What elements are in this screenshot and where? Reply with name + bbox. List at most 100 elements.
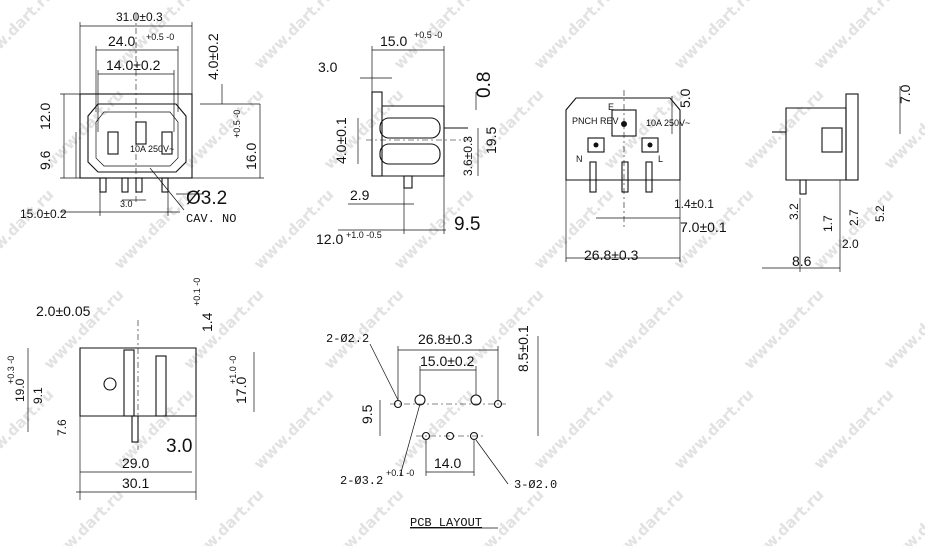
dim-sec-h17: 17.0: [233, 377, 249, 404]
dim-height-12: 12.0: [37, 103, 53, 130]
dim-right-2-0: 2.0: [842, 237, 859, 251]
watermark-text: www.dart.ru: [810, 385, 897, 472]
dim-top-offset: 4.0±0.2: [205, 33, 221, 80]
dim-pcb-span: 26.8±0.3: [418, 331, 473, 347]
slot-earth: [135, 121, 147, 145]
front-pin-4: [161, 177, 169, 193]
dim-sec-pin-tol: +0.1 -0: [192, 278, 202, 306]
dim-pcb-big-holes: 2-Ø3.2: [340, 474, 383, 488]
dim-side-depth: 9.5: [454, 214, 480, 235]
back-rating: 10A 250V~: [646, 118, 690, 128]
back-pin-e: [621, 161, 629, 193]
front-pin-2: [121, 177, 129, 193]
dim-sec-h19-tol: +0.3 -0: [6, 356, 16, 384]
dim-sec-w30-1: 30.1: [122, 475, 149, 491]
dim-right-2-7: 2.7: [847, 209, 861, 226]
dim-pcb-big-holes-tol: +0.1 -0: [386, 468, 414, 478]
front-pin-1: [99, 177, 107, 193]
dim-hole-dia: Ø3.2: [186, 188, 227, 209]
slot-right: [161, 131, 173, 155]
section-view: 2.0±0.05 1.4 +0.1 -0 19.0 +0.3 -0 9.1 17…: [6, 278, 255, 500]
section-hole: [103, 377, 117, 391]
watermark-text: www.dart.ru: [810, 0, 897, 73]
right-body: [785, 107, 847, 181]
dim-pin-span: 15.0±0.2: [20, 207, 67, 221]
watermark-text: www.dart.ru: [670, 0, 757, 73]
watermark-text: www.dart.ru: [600, 285, 687, 372]
watermark-text: www.dart.ru: [740, 485, 827, 546]
dim-sec-h9-1: 9.1: [31, 387, 45, 404]
watermark-text: www.dart.ru: [530, 0, 617, 73]
right-pin: [799, 179, 807, 195]
dim-sec-top: 2.0±0.05: [36, 303, 91, 319]
pcb-hole-small-right: [493, 399, 503, 409]
back-brand: PNCH REV: [572, 116, 619, 126]
watermark-text: www.dart.ru: [320, 285, 407, 372]
dim-sec-pin3: 3.0: [166, 436, 192, 457]
dim-height-16-tol: +0.5 -0: [232, 110, 242, 138]
watermark-text: www.dart.ru: [0, 185, 57, 272]
back-view: E N L PNCH REV 10A 250V~ 5.0 1.4±0.1 7.0…: [565, 88, 727, 263]
watermark-text: www.dart.ru: [250, 385, 337, 472]
watermark-text: www.dart.ru: [600, 485, 687, 546]
dim-inner-width-tol: +0.5 -0: [146, 32, 174, 42]
dim-overall-width: 31.0±0.3: [116, 10, 163, 24]
dim-back-pin-spacing: 7.0±0.1: [680, 219, 727, 235]
dim-pcb-height: 8.5±0.1: [515, 325, 531, 372]
dim-pcb-pin-holes: 3-Ø2.0: [514, 478, 557, 492]
dim-pcb-row-gap: 9.5: [359, 404, 375, 424]
side-pin-lower: [379, 143, 441, 165]
back-label-n: N: [576, 154, 583, 164]
dim-side-thickness: 0.8: [474, 72, 495, 98]
watermark-text: www.dart.ru: [670, 385, 757, 472]
dim-side-pin-pitch: 3.6±0.3: [461, 136, 475, 176]
label-cav-no: CAV. NO: [186, 212, 236, 226]
dim-side-top: 15.0: [380, 33, 407, 49]
watermark-text: www.dart.ru: [600, 85, 687, 172]
pcb-hole-big-left: [414, 394, 426, 406]
dim-right-1-7: 1.7: [821, 215, 835, 232]
dim-side-flange: 3.0: [318, 59, 338, 75]
dim-height-16: 16.0: [243, 143, 259, 170]
watermark-text: www.dart.ru: [740, 85, 827, 172]
watermark-text: www.dart.ru: [40, 485, 127, 546]
right-flange: [845, 93, 859, 181]
dim-pin-gap: 3.0: [120, 199, 133, 209]
dim-right-3-2: 3.2: [787, 203, 801, 220]
dim-slot-span: 14.0±0.2: [106, 57, 161, 73]
side-view: 15.0 +0.5 -0 3.0 0.8 4.0±0.1 19.5 3.6±0.…: [316, 30, 499, 247]
dim-back-overall: 26.8±0.3: [584, 247, 639, 263]
dim-sec-h17-tol: +1.0 -0: [228, 356, 238, 384]
watermark-text: www.dart.ru: [880, 285, 925, 372]
dim-sec-pin: 1.4: [199, 312, 215, 332]
slot-left: [107, 131, 119, 155]
section-pin-right: [155, 355, 167, 417]
dim-right-5-2: 5.2: [873, 205, 887, 222]
watermark-text: www.dart.ru: [0, 385, 57, 472]
watermark-text: www.dart.ru: [740, 285, 827, 372]
dim-back-top: 5.0: [677, 88, 693, 108]
section-pin-left: [123, 349, 135, 417]
back-l-block: [641, 137, 659, 153]
watermark-text: www.dart.ru: [180, 485, 267, 546]
dim-side-pin-offset: 4.0±0.1: [333, 117, 349, 164]
dim-side-top-tol: +0.5 -0: [414, 30, 442, 40]
dim-inner-width: 24.0: [108, 33, 135, 49]
back-label-l: L: [658, 154, 663, 164]
dim-right-8-6: 8.6: [792, 253, 812, 269]
dim-side-length-tol: +1.0 -0.5: [346, 230, 382, 240]
watermark-text: www.dart.ru: [40, 85, 127, 172]
watermark-text: www.dart.ru: [530, 385, 617, 472]
dim-side-length: 12.0: [316, 231, 343, 247]
dim-pcb-pin-span: 14.0: [434, 455, 461, 471]
watermark-text: www.dart.ru: [880, 485, 925, 546]
back-pin-n: [589, 161, 597, 193]
watermark-text: www.dart.ru: [0, 0, 57, 73]
right-block: [821, 127, 843, 153]
front-socket-outline: [87, 103, 187, 173]
dim-side-base: 2.9: [350, 187, 370, 203]
pcb-layout: 2-Ø2.2 26.8±0.3 15.0±0.2 8.5±0.1 9.5 14.…: [326, 325, 557, 530]
back-pin-l: [645, 161, 653, 193]
dim-pcb-inner: 15.0±0.2: [420, 353, 475, 369]
